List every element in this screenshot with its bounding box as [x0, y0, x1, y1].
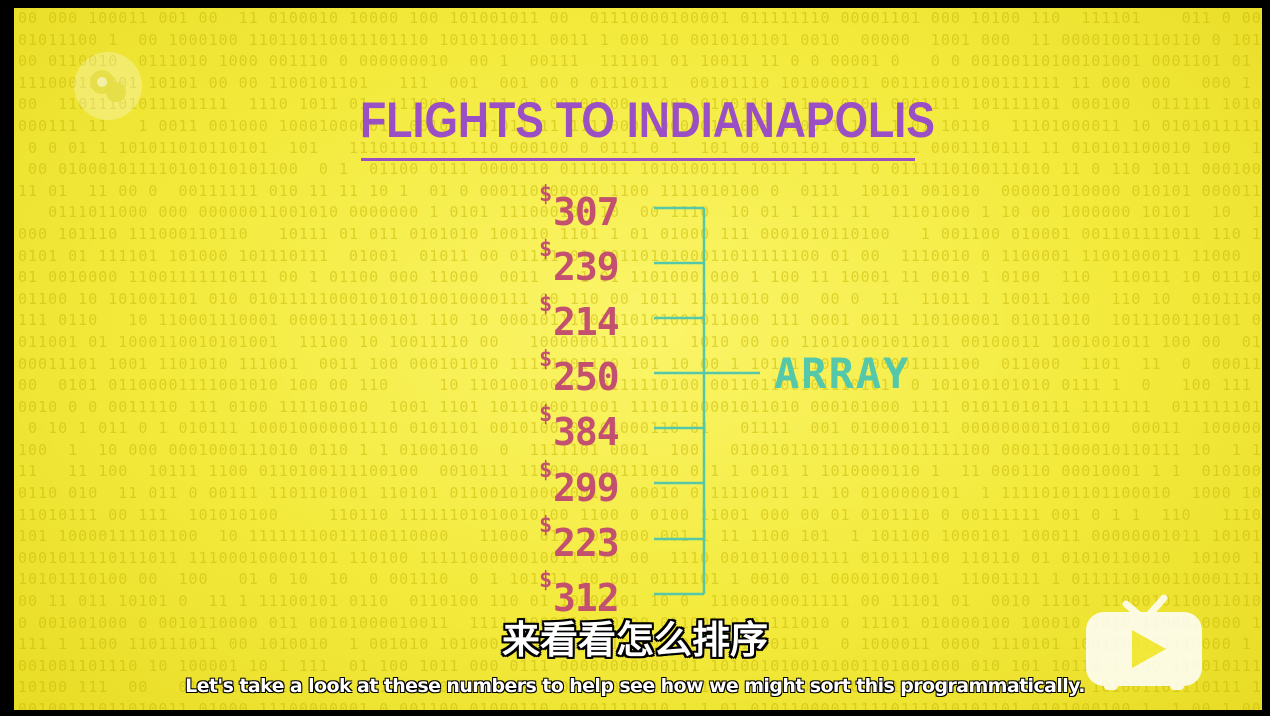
page-title: FLIGHTS TO INDIANAPOLIS: [360, 92, 935, 148]
price-value: 307: [553, 190, 620, 234]
price-currency: $: [539, 513, 553, 538]
price-value: 214: [553, 300, 620, 344]
price-value: 239: [553, 245, 620, 289]
price-item: $312: [539, 570, 639, 620]
price-currency: $: [539, 402, 553, 427]
price-item: $384: [539, 404, 639, 454]
price-value: 384: [553, 410, 620, 454]
price-currency: $: [539, 292, 553, 317]
subtitle-english: Let's take a look at these numbers to he…: [185, 675, 1085, 697]
price-value: 223: [553, 521, 620, 565]
price-item: $250: [539, 349, 639, 399]
price-currency: $: [539, 458, 553, 483]
price-currency: $: [539, 182, 553, 207]
price-item: $214: [539, 294, 639, 344]
tv-play-icon[interactable]: [1084, 590, 1204, 694]
binary-background: 00 000 100011 001 00 11 0100010 10000 10…: [18, 9, 1262, 710]
price-value: 299: [553, 466, 620, 510]
price-item: $307: [539, 184, 639, 234]
price-item: $223: [539, 515, 639, 565]
pbs-logo-icon: [74, 52, 142, 120]
video-frame[interactable]: 00 000 100011 001 00 11 0100010 10000 10…: [14, 8, 1262, 710]
price-value: 312: [553, 576, 620, 620]
price-currency: $: [539, 347, 553, 372]
array-label: ARRAY: [774, 349, 911, 398]
price-value: 250: [553, 355, 620, 399]
title-underline: [361, 158, 915, 161]
subtitle-chinese: 来看看怎么排序: [501, 618, 768, 662]
price-item: $299: [539, 460, 639, 510]
price-currency: $: [539, 568, 553, 593]
array-bracket: [654, 206, 760, 596]
price-currency: $: [539, 237, 553, 262]
price-item: $239: [539, 239, 639, 289]
